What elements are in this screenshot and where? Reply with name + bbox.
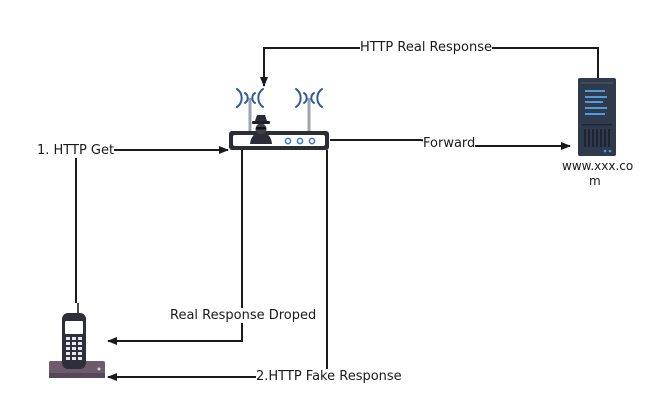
label-http-get: 1. HTTP Get bbox=[37, 143, 115, 158]
edge-real-response-droped bbox=[107, 150, 243, 345]
label-forward: Forward bbox=[423, 136, 476, 151]
router-led bbox=[308, 137, 316, 145]
hacker-spy-icon bbox=[250, 115, 272, 144]
wifi-signal-icon bbox=[236, 88, 323, 108]
router-node bbox=[229, 88, 329, 150]
server-hostname-line1: www.xxx.co bbox=[562, 159, 634, 173]
edge-http-get bbox=[75, 146, 229, 303]
label-http-fake-response: 2.HTTP Fake Response bbox=[256, 369, 402, 384]
server-hostname-line2: m bbox=[589, 174, 601, 188]
label-real-response-droped: Real Response Droped bbox=[170, 308, 317, 323]
router-panel bbox=[233, 135, 325, 146]
edges bbox=[75, 47, 599, 381]
edge-http-fake-response bbox=[107, 150, 328, 381]
server-node bbox=[578, 78, 616, 156]
router-led bbox=[284, 137, 292, 145]
router-led bbox=[296, 137, 304, 145]
label-http-real-response: HTTP Real Response bbox=[360, 40, 492, 55]
client-phone-node bbox=[49, 303, 105, 378]
